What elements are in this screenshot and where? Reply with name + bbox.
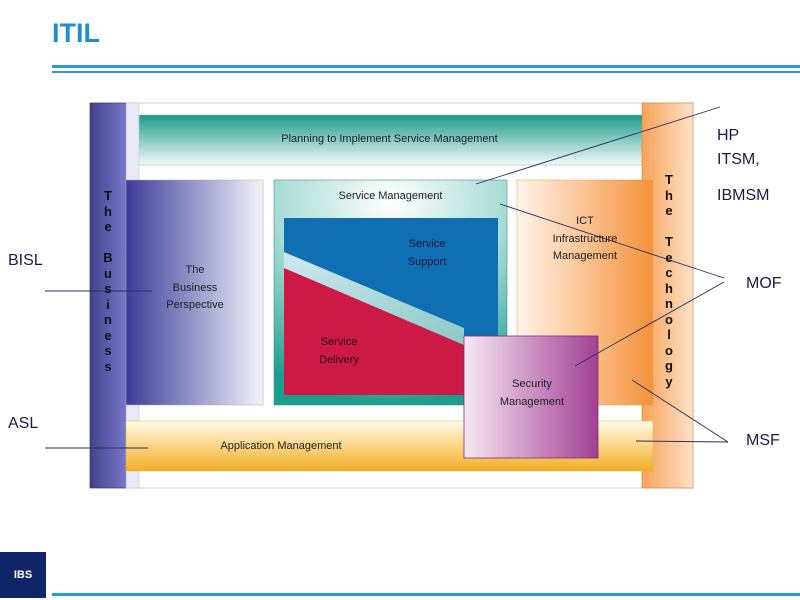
label-ibmsm: IBMSM [717,187,770,204]
security-box [463,335,599,459]
diagonal-band [284,252,464,345]
service-delivery-label: Service Delivery [319,336,359,366]
label-hp: HP [717,127,740,144]
title-rule-thin [52,71,800,73]
business-perspective-label: The Business Perspective [166,264,224,312]
label-bisl: BISL [8,252,43,269]
security-label: Security Management [499,378,565,408]
pointer-msf-b [635,440,729,443]
business-column-label: T h e B u s i n e s s [103,188,113,374]
pointer-mof-b [574,281,725,367]
pointer-lines [45,106,729,449]
ict-label: ICT Infrastructure Management [552,215,618,263]
service-management-label: Service Management [338,190,443,202]
page-title: ITIL [52,18,100,48]
label-msf: MSF [746,432,780,449]
planning-label: Planning to Implement Service Management [281,133,498,145]
pointer-hp [475,106,721,185]
label-itsm: ITSM, [717,151,760,168]
title-rule [52,65,800,68]
footer-rule [52,593,800,596]
service-support-label: Service Support [407,238,447,268]
technology-column-label: T h e T e c h n o l o g y [665,172,673,389]
service-delivery-box [284,262,464,395]
application-label: Application Management [220,440,342,452]
pointer-mof-a [499,203,725,279]
pointer-msf-a [631,379,729,443]
label-mof: MOF [746,275,782,292]
business-column [89,102,127,489]
business-perspective-box [125,179,264,406]
label-asl: ASL [8,415,39,432]
ibs-logo: IBS [0,552,46,598]
